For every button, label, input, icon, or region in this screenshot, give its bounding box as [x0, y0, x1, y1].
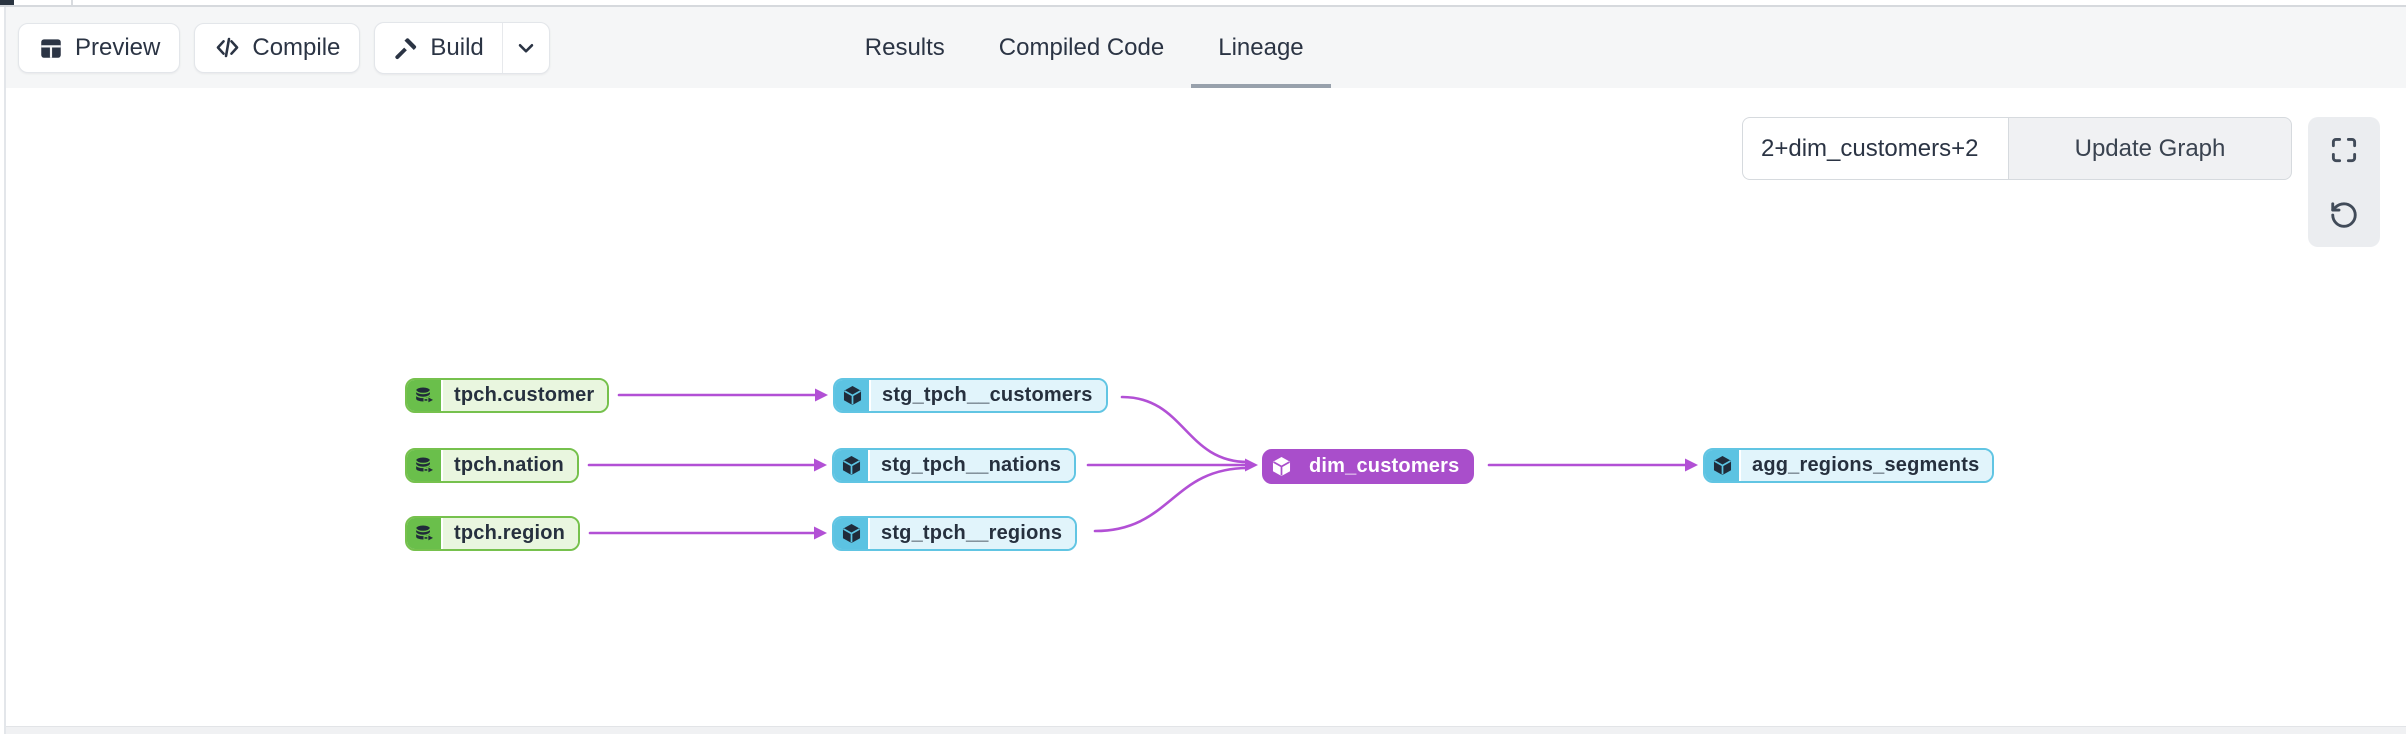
update-graph-button[interactable]: Update Graph	[2008, 117, 2292, 180]
fullscreen-icon	[2329, 135, 2359, 165]
upper-tab-divider	[71, 0, 73, 5]
tab-compiled-code-label: Compiled Code	[998, 33, 1165, 61]
upper-pane-corner-fragment	[0, 0, 14, 5]
lineage-edge	[1120, 395, 1250, 464]
node-label: stg_tpch__customers	[871, 380, 1106, 411]
lineage-node-stg-tpch-nations[interactable]: stg_tpch__nations	[832, 448, 1077, 483]
lineage-node-tpch-customer[interactable]: tpch.customer	[405, 378, 610, 413]
compile-button[interactable]: Compile	[194, 22, 361, 73]
code-icon	[214, 34, 241, 61]
lineage-node-stg-tpch-regions[interactable]: stg_tpch__regions	[832, 516, 1078, 551]
node-label: tpch.region	[443, 518, 579, 549]
database-icon	[407, 380, 443, 411]
results-toolbar: Preview Compile Build Results Compiled C…	[6, 7, 2406, 88]
database-icon	[407, 518, 443, 549]
tab-results[interactable]: Results	[838, 7, 972, 88]
edge-arrowhead-icon	[1685, 458, 1698, 472]
rotate-ccw-icon	[2329, 200, 2359, 230]
lineage-edge	[1093, 466, 1250, 533]
build-button-group: Build	[374, 21, 550, 74]
lineage-node-stg-tpch-customers[interactable]: stg_tpch__customers	[833, 378, 1108, 413]
build-options-dropdown[interactable]	[501, 22, 549, 73]
node-label: dim_customers	[1298, 451, 1473, 482]
edge-arrowhead-icon	[815, 388, 828, 402]
fullscreen-button[interactable]	[2308, 122, 2380, 177]
results-tab-bar: Results Compiled Code Lineage	[838, 7, 1331, 88]
active-tab-underline	[1191, 84, 1331, 88]
database-icon	[407, 450, 443, 481]
cube-icon	[835, 380, 871, 411]
node-label: tpch.nation	[443, 450, 577, 481]
pane-divider	[0, 5, 2406, 7]
lineage-view-controls	[2308, 117, 2380, 247]
node-label: agg_regions_segments	[1741, 450, 1993, 481]
hammer-icon	[393, 35, 419, 61]
cube-icon	[1264, 451, 1298, 482]
chevron-down-icon	[513, 35, 539, 61]
build-button-label: Build	[430, 33, 484, 61]
table-grid-icon	[38, 35, 64, 61]
upper-pane-edge	[0, 0, 2406, 5]
cube-icon	[1705, 450, 1741, 481]
tab-compiled-code[interactable]: Compiled Code	[972, 7, 1191, 88]
update-graph-label: Update Graph	[2074, 134, 2226, 162]
tab-lineage-label: Lineage	[1218, 33, 1304, 61]
lineage-node-tpch-nation[interactable]: tpch.nation	[405, 448, 579, 483]
preview-button[interactable]: Preview	[18, 22, 181, 73]
lower-pane-edge	[6, 726, 2406, 734]
lineage-node-dim-customers[interactable]: dim_customers	[1262, 449, 1475, 484]
tab-results-label: Results	[864, 33, 945, 61]
build-button[interactable]: Build	[375, 23, 501, 73]
compile-button-label: Compile	[252, 33, 341, 61]
lineage-node-agg-regions-segments[interactable]: agg_regions_segments	[1703, 448, 1995, 483]
edge-arrowhead-icon	[814, 526, 827, 540]
node-label: stg_tpch__regions	[870, 518, 1076, 549]
node-label: tpch.customer	[443, 380, 608, 411]
cube-icon	[834, 518, 870, 549]
edge-arrowhead-icon	[1245, 458, 1258, 472]
edge-arrowhead-icon	[814, 458, 827, 472]
graph-selector-input[interactable]	[1742, 117, 2008, 180]
node-label: stg_tpch__nations	[870, 450, 1075, 481]
lineage-node-tpch-region[interactable]: tpch.region	[405, 516, 581, 551]
left-pane-divider	[0, 7, 6, 734]
reset-view-button[interactable]	[2308, 187, 2380, 242]
graph-selector-group: Update Graph	[1742, 117, 2292, 180]
preview-button-label: Preview	[75, 33, 161, 61]
cube-icon	[834, 450, 870, 481]
tab-lineage[interactable]: Lineage	[1191, 7, 1331, 88]
